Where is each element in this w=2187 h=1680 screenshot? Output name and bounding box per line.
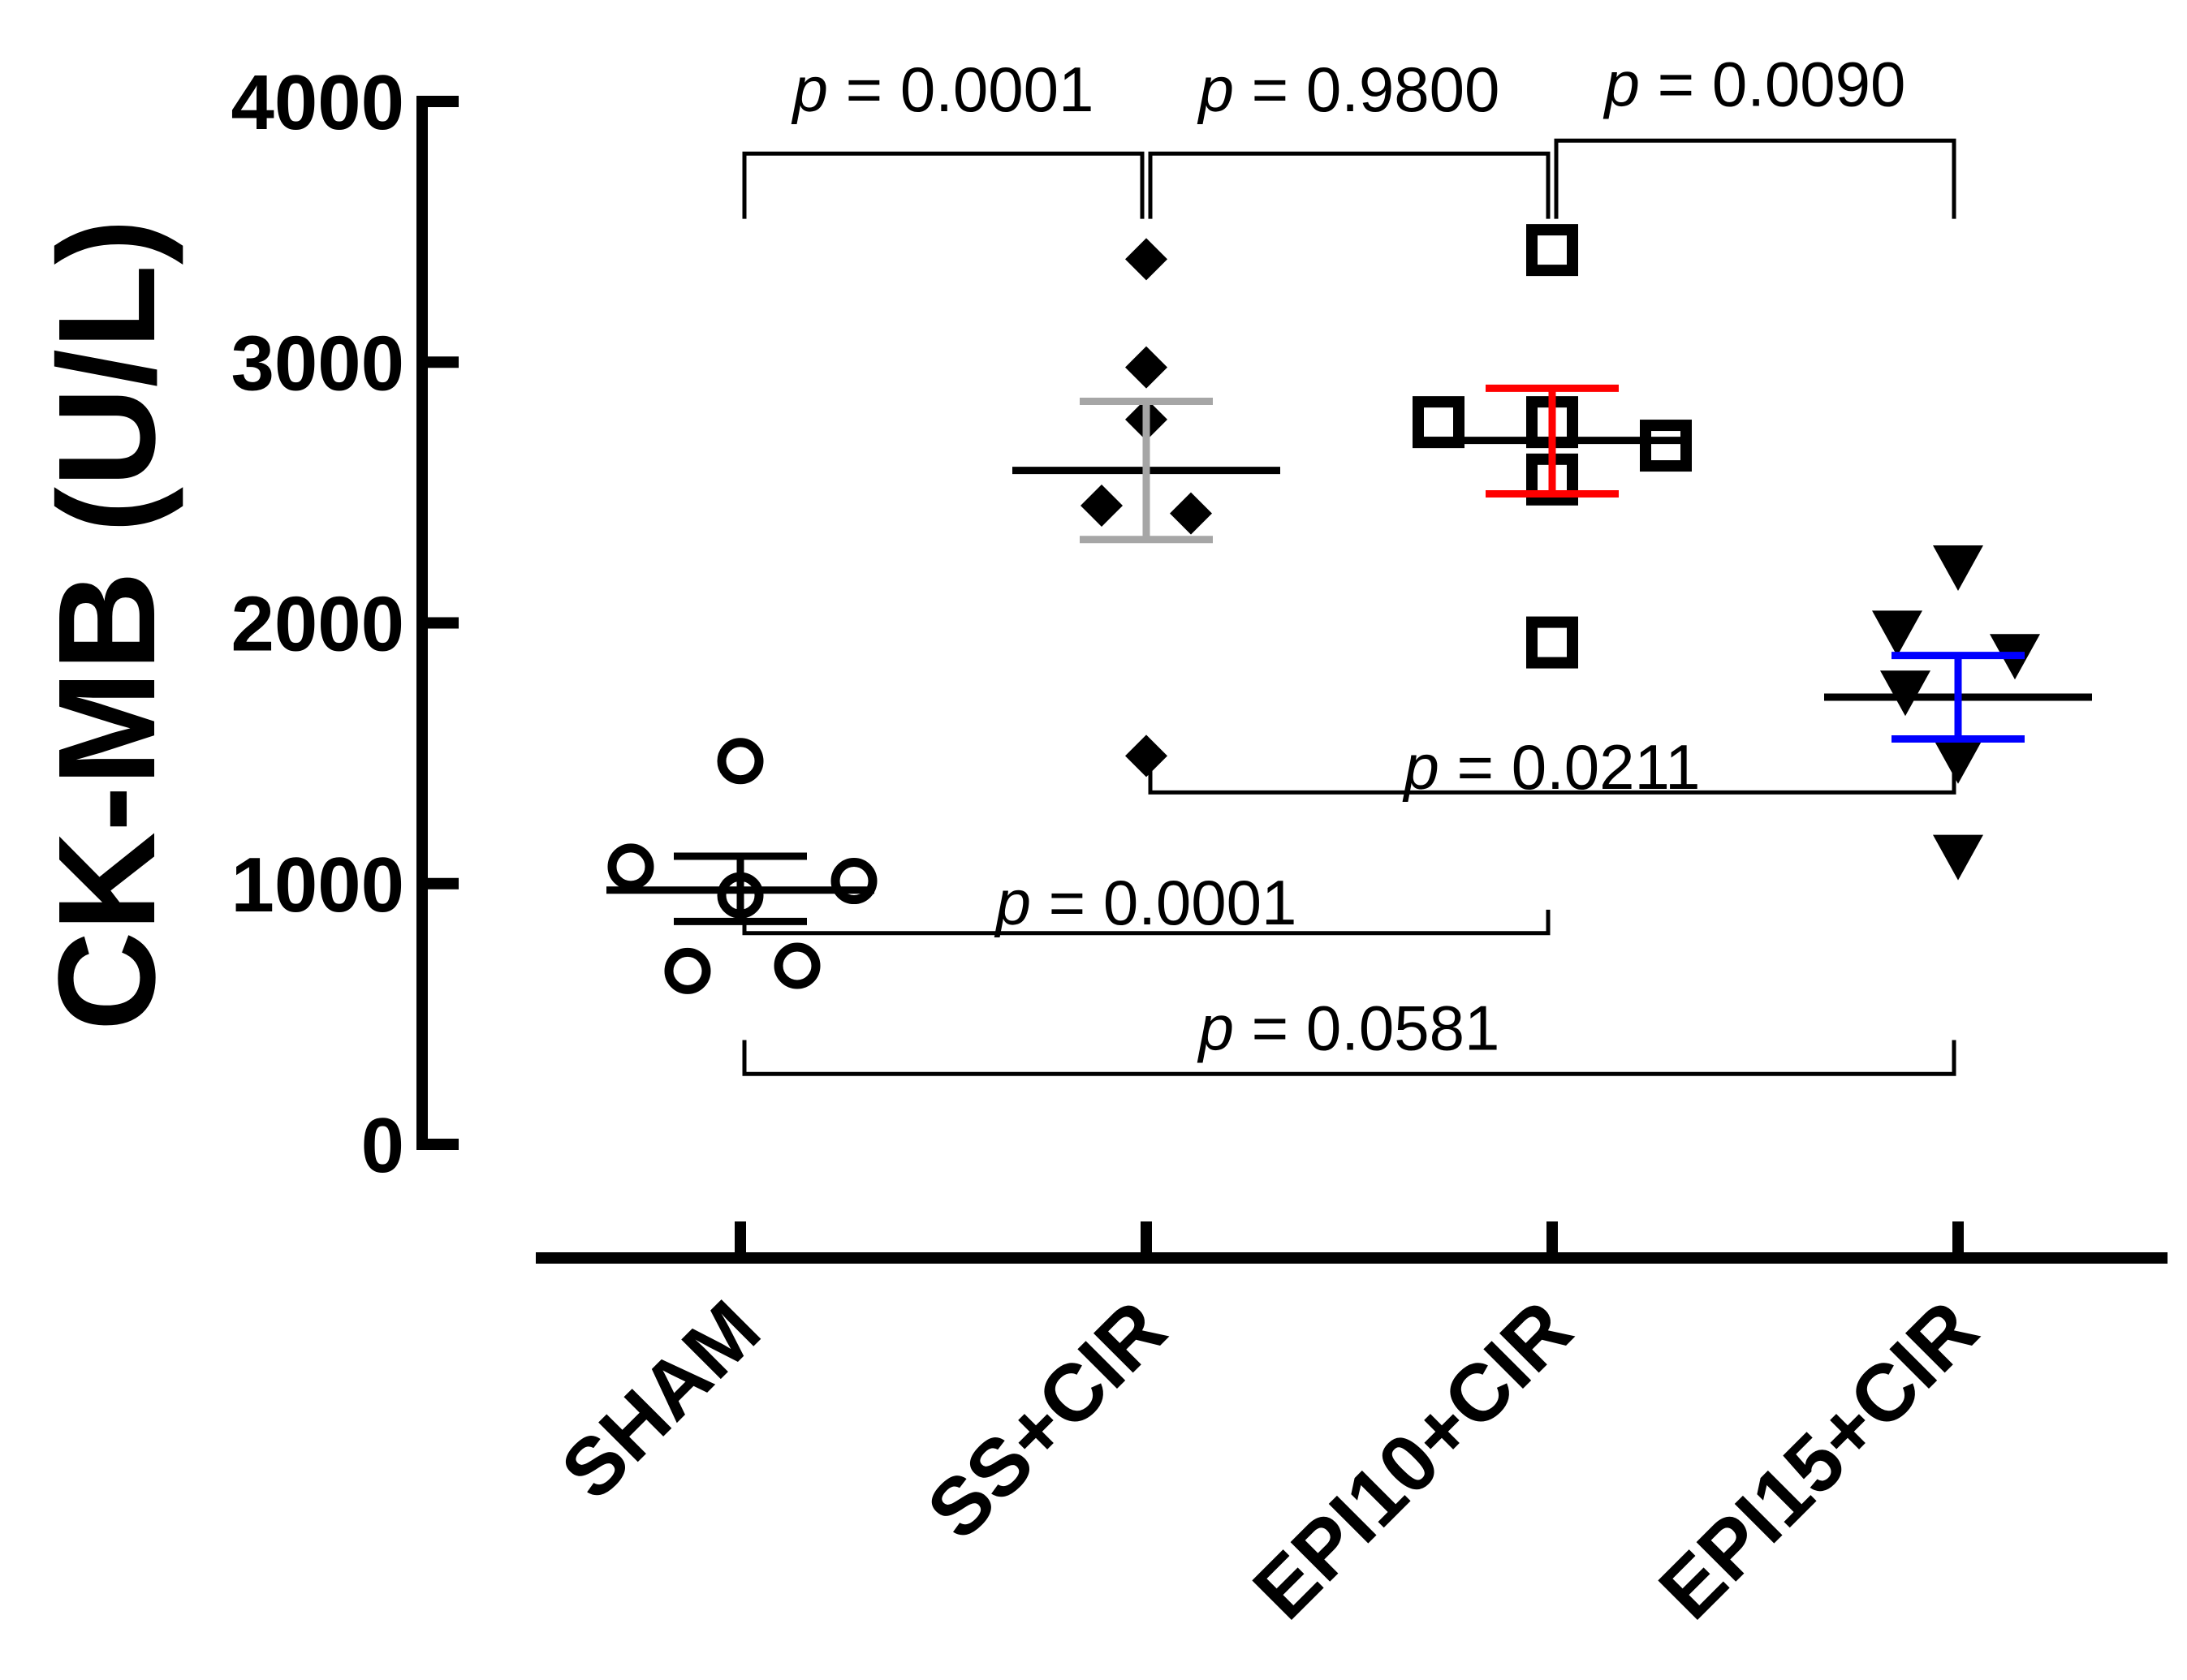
- p-value-text: = 0.0001: [1031, 867, 1296, 938]
- group-epi10-cir: [1413, 224, 1692, 669]
- p-symbol: p: [792, 54, 828, 125]
- y-tick-label: 1000: [231, 842, 404, 928]
- data-point: [1125, 734, 1167, 778]
- data-point: [717, 738, 764, 785]
- p-value-label: p = 0.0001: [792, 54, 1094, 125]
- data-point: [1872, 610, 1922, 657]
- data-point: [1933, 545, 1983, 592]
- group-sham: [606, 738, 878, 994]
- p-symbol: p: [1402, 731, 1439, 803]
- x-tick-label-ss-cir: SS+CIR: [910, 1283, 1184, 1557]
- data-point: [1413, 396, 1464, 449]
- p-value-bracket: p = 0.9800: [1148, 54, 1551, 219]
- y-axis-title: CK-MB (U/L): [30, 219, 184, 1032]
- data-point: [1933, 738, 1983, 784]
- y-tick-label: 2000: [231, 581, 404, 668]
- p-value-text: = 0.0211: [1439, 731, 1701, 803]
- data-point: [1081, 484, 1123, 527]
- p-value-label: p = 0.0090: [1603, 49, 1906, 120]
- data-point: [1640, 420, 1692, 472]
- p-value-bracket: p = 0.0001: [742, 54, 1145, 219]
- x-tick-label-sham: SHAM: [544, 1283, 777, 1516]
- x-tick-label-epi15-cir: EPI15+CIR: [1642, 1283, 1995, 1636]
- p-value-bracket: p = 0.0001: [742, 867, 1551, 938]
- p-value-text: = 0.0001: [828, 54, 1094, 125]
- data-point: [1880, 670, 1930, 717]
- y-tick-label: 3000: [231, 320, 404, 407]
- p-value-bracket: p = 0.0581: [742, 992, 1956, 1076]
- p-symbol: p: [1197, 54, 1234, 125]
- data-point: [607, 843, 654, 890]
- p-value-bracket: p = 0.0090: [1554, 49, 1956, 219]
- data-point: [1933, 834, 1983, 881]
- group-ss-cir: [1012, 238, 1280, 778]
- p-value-text: = 0.0090: [1640, 49, 1905, 120]
- p-value-text: = 0.9800: [1234, 54, 1499, 125]
- data-point: [1526, 616, 1578, 669]
- p-value-bracket: p = 0.0211: [1148, 731, 1956, 803]
- p-value-label: p = 0.0211: [1402, 731, 1700, 803]
- y-axis: 0 1000 2000 3000 4000: [231, 59, 459, 1189]
- group-epi15-cir: [1824, 545, 2092, 881]
- data-point: [1125, 238, 1167, 281]
- y-tick-label: 0: [361, 1102, 404, 1189]
- p-value-text: = 0.0581: [1234, 992, 1499, 1063]
- p-value-label: p = 0.0581: [1197, 992, 1500, 1063]
- p-symbol: p: [1603, 49, 1640, 120]
- x-tick-label-epi10-cir: EPI10+CIR: [1236, 1283, 1590, 1636]
- p-value-label: p = 0.0001: [994, 867, 1297, 938]
- data-point: [664, 947, 711, 994]
- data-point: [1125, 346, 1167, 389]
- data-point: [1526, 224, 1578, 277]
- data-point: [830, 858, 878, 905]
- data-point: [774, 942, 821, 989]
- p-symbol: p: [994, 867, 1031, 938]
- p-symbol: p: [1197, 992, 1234, 1063]
- data-groups: [606, 224, 2092, 994]
- bracket-line: [742, 151, 1145, 219]
- bracket-line: [742, 1040, 1956, 1076]
- y-tick-label: 4000: [231, 59, 404, 146]
- p-value-label: p = 0.9800: [1197, 54, 1500, 125]
- bracket-line: [1554, 138, 1956, 219]
- bracket-line: [1148, 151, 1551, 219]
- data-point: [1170, 492, 1212, 535]
- bracket-line: [1148, 766, 1956, 795]
